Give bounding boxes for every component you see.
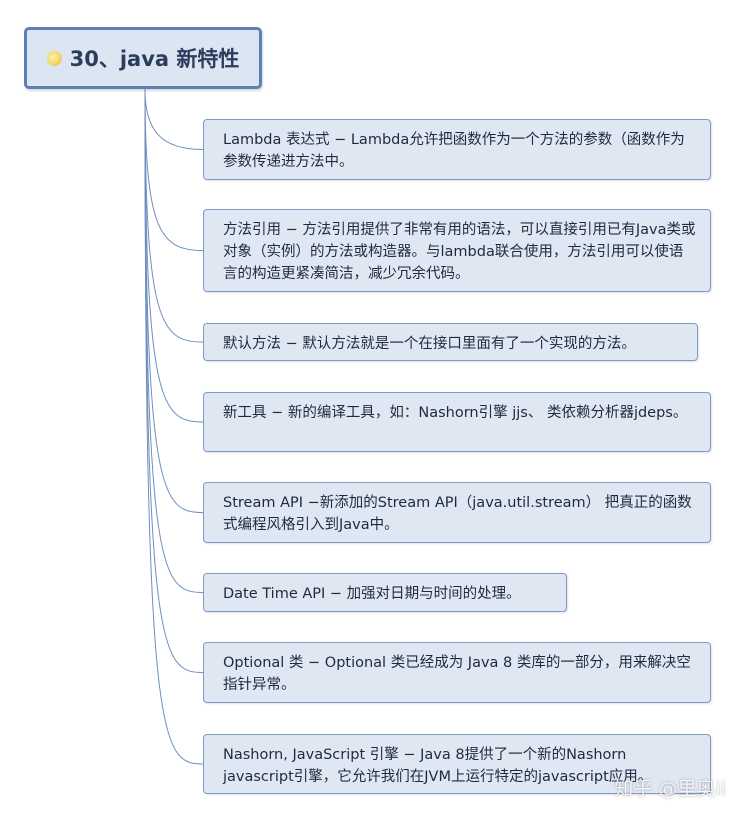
root-title: 30、java 新特性 <box>69 47 240 71</box>
connector-line <box>144 88 204 593</box>
root-topic[interactable]: 30、java 新特性 <box>24 27 262 89</box>
smiley-icon <box>46 50 62 66</box>
topic-new-tools[interactable]: 新工具 − 新的编译工具，如：Nashorn引擎 jjs、 类依赖分析器jdep… <box>203 392 711 452</box>
connector-line <box>144 88 204 765</box>
topic-text: Date Time API − 加强对日期与时间的处理。 <box>223 586 521 602</box>
topic-nashorn[interactable]: Nashorn, JavaScript 引擎 − Java 8提供了一个新的Na… <box>203 734 711 794</box>
topic-text: 默认方法 − 默认方法就是一个在接口里面有了一个实现的方法。 <box>223 336 636 352</box>
topic-method-reference[interactable]: 方法引用 − 方法引用提供了非常有用的语法，可以直接引用已有Java类或对象（实… <box>203 209 711 292</box>
connector-line <box>144 88 204 423</box>
topic-date-time-api[interactable]: Date Time API − 加强对日期与时间的处理。 <box>203 573 567 612</box>
connector-line <box>144 88 204 513</box>
topic-lambda[interactable]: Lambda 表达式 − Lambda允许把函数作为一个方法的参数（函数作为参数… <box>203 119 711 180</box>
topic-optional[interactable]: Optional 类 − Optional 类已经成为 Java 8 类库的一部… <box>203 642 711 703</box>
topic-text: Optional 类 − Optional 类已经成为 Java 8 类库的一部… <box>223 655 691 693</box>
topic-default-method[interactable]: 默认方法 − 默认方法就是一个在接口里面有了一个实现的方法。 <box>203 323 698 361</box>
connector-line <box>144 88 204 343</box>
watermark: 知乎 @里奥ii <box>614 778 726 800</box>
topic-text: Lambda 表达式 − Lambda允许把函数作为一个方法的参数（函数作为参数… <box>223 132 685 170</box>
topic-stream-api[interactable]: Stream API −新添加的Stream API（java.util.str… <box>203 482 711 543</box>
connector-line <box>144 88 204 150</box>
topic-text: Stream API −新添加的Stream API（java.util.str… <box>223 495 692 533</box>
topic-text: Nashorn, JavaScript 引擎 − Java 8提供了一个新的Na… <box>223 747 653 785</box>
connector-line <box>144 88 204 251</box>
topic-text: 方法引用 − 方法引用提供了非常有用的语法，可以直接引用已有Java类或对象（实… <box>223 222 696 282</box>
topic-text: 新工具 − 新的编译工具，如：Nashorn引擎 jjs、 类依赖分析器jdep… <box>223 405 688 421</box>
connector-line <box>144 88 204 673</box>
